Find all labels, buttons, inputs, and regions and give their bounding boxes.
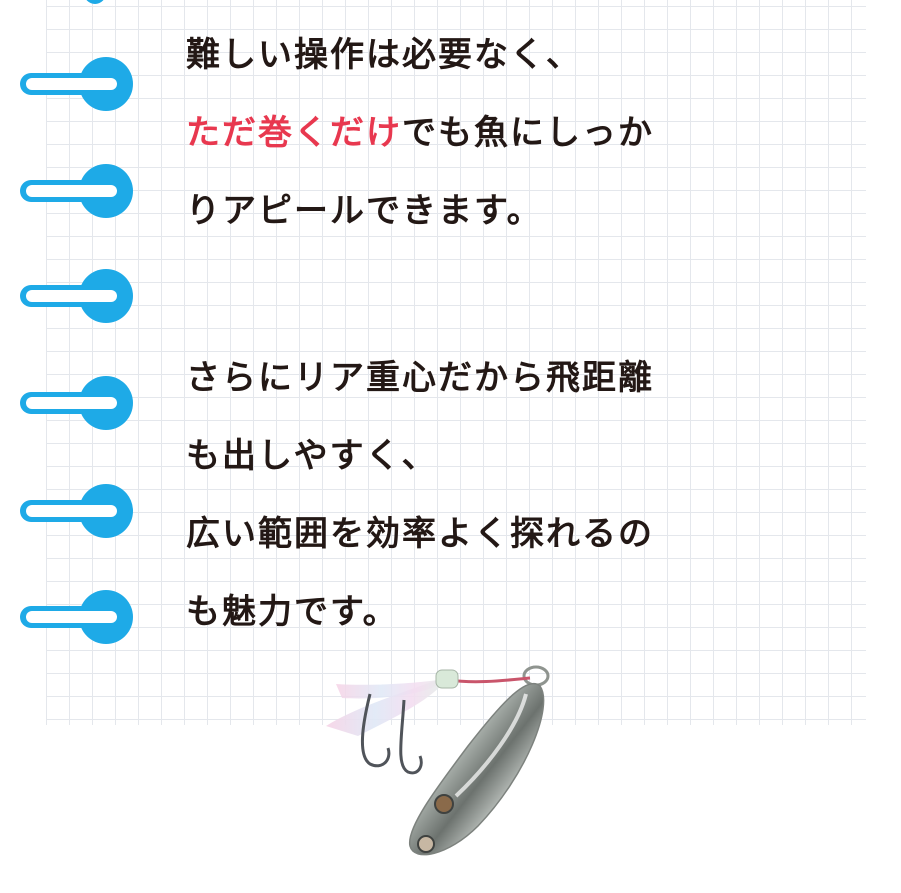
binder-ring-icon xyxy=(18,164,133,218)
paragraph2-line4: も魅力です。 xyxy=(186,592,399,632)
grid-paper-background xyxy=(46,0,866,725)
binder-ring-icon xyxy=(18,57,133,111)
paragraph-casting-distance: さらにリア重心だから飛距離 も出しやすく、 広い範囲を効率よく探れるの も魅力で… xyxy=(186,339,654,651)
binder-ring-icon xyxy=(18,269,133,323)
paragraph1-line1: 難しい操作は必要なく、 xyxy=(186,35,582,75)
binder-ring-icon xyxy=(18,376,133,430)
paragraph1-line3: りアピールできます。 xyxy=(186,191,543,231)
highlight-text: ただ巻くだけ xyxy=(186,113,402,153)
binder-ring-edge-icon xyxy=(84,0,106,4)
binder-ring-icon xyxy=(18,484,133,538)
paragraph2-line2: も出しやすく、 xyxy=(186,436,438,476)
paragraph2-line3: 広い範囲を効率よく探れるの xyxy=(186,514,654,554)
metal-jig-lure-image xyxy=(318,656,564,866)
binder-ring-icon xyxy=(18,590,133,644)
paragraph-ease-of-use: 難しい操作は必要なく、 ただ巻くだけでも魚にしっか りアピールできます。 xyxy=(186,16,654,250)
paragraph1-line2: ただ巻くだけでも魚にしっか xyxy=(186,94,654,172)
paragraph1-line2-rest: でも魚にしっか xyxy=(402,113,654,153)
paragraph2-line1: さらにリア重心だから飛距離 xyxy=(186,358,654,398)
